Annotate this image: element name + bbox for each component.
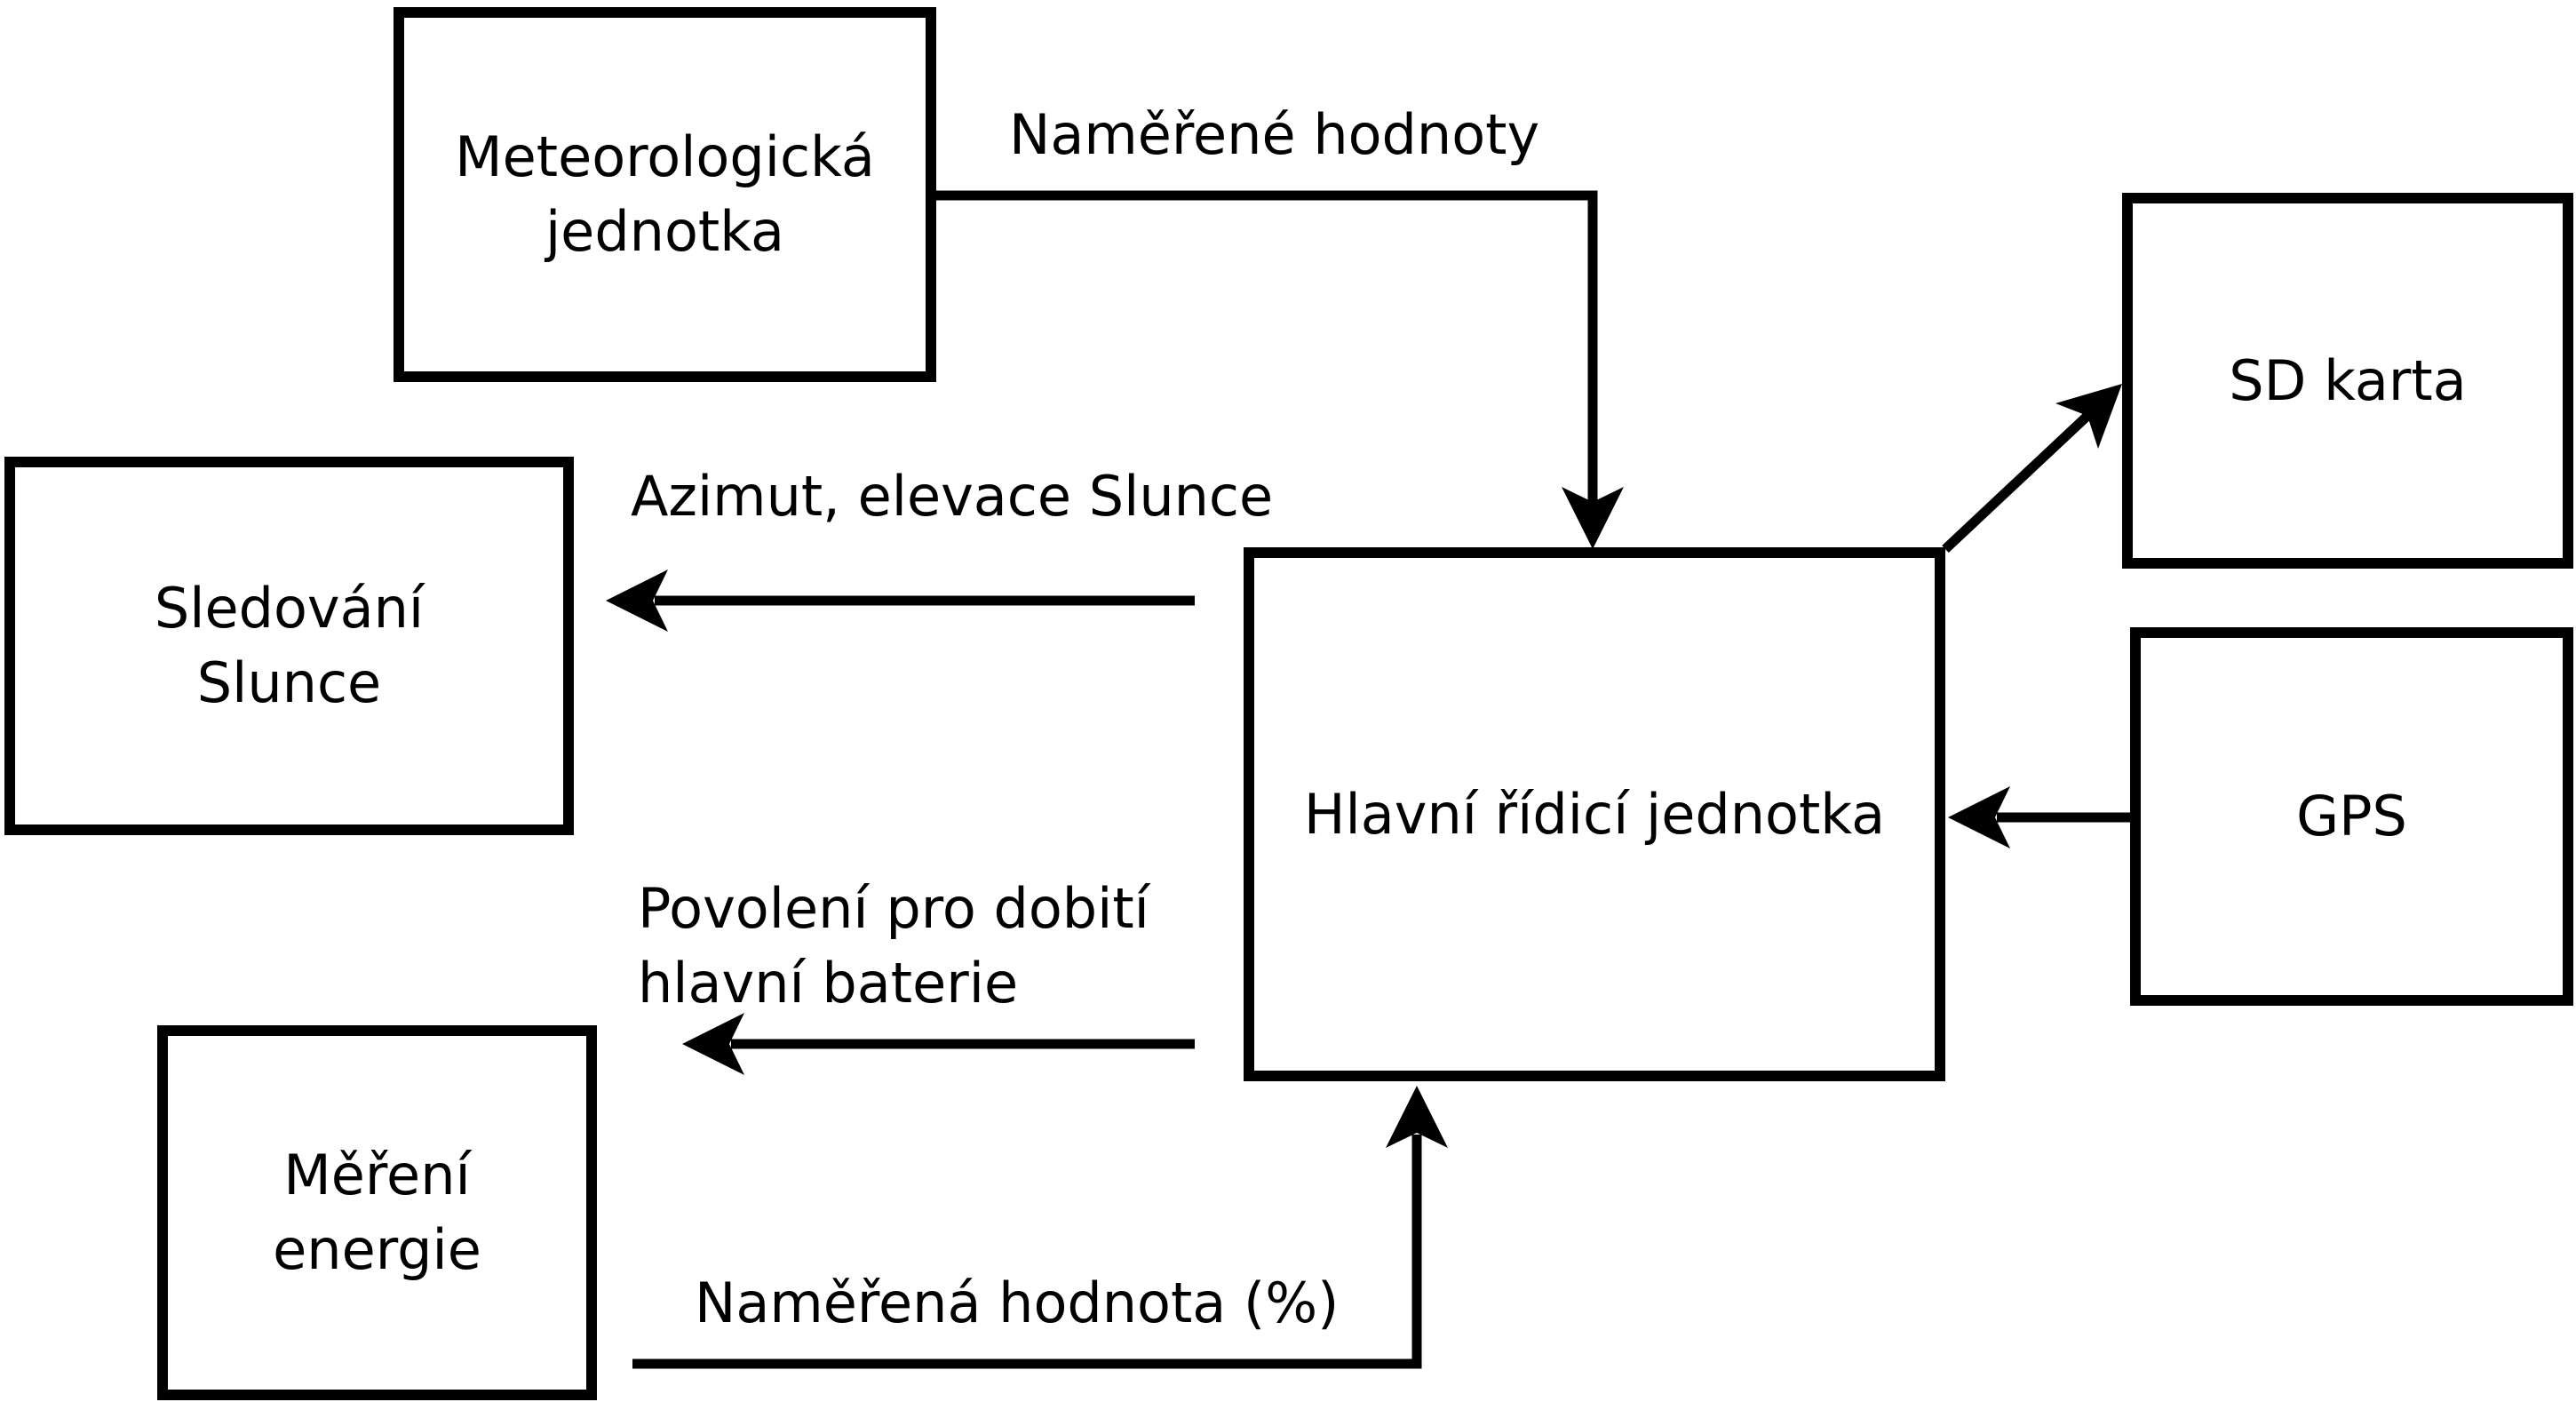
arrow-gps-to-central (1948, 786, 2130, 848)
arrow-mereni-to-central (632, 1086, 1448, 1369)
node-label-line: GPS (2296, 784, 2407, 848)
node-label-line: Slunce (196, 650, 382, 715)
arrow-central-to-battery (682, 1013, 1195, 1075)
node-label-line: energie (273, 1217, 481, 1282)
edge-label-azimut-elevace: Azimut, elevace Slunce (631, 464, 1274, 529)
arrow-mereni-to-central-line (632, 1135, 1422, 1369)
node-label-line: Hlavní řídicí jednotka (1303, 781, 1886, 847)
node-mereni-energie: Měření energie (157, 1025, 597, 1400)
arrow-left-icon (1948, 786, 2010, 848)
arrow-down-icon (1562, 487, 1624, 549)
edge-label-namerena-hodnota: Naměřená hodnota (%) (695, 1271, 1340, 1335)
node-label-line: Sledování (154, 576, 425, 641)
arrow-central-to-sledovani (606, 570, 1195, 632)
edge-label-povoleni: Povolení pro dobití hlavní baterie (638, 872, 1149, 1021)
arrow-left-icon (682, 1013, 744, 1075)
edge-label-line: Povolení pro dobití (638, 876, 1149, 941)
node-label-line: jednotka (545, 199, 785, 264)
node-sd-karta: SD karta (2122, 193, 2573, 569)
node-meteorologicka-jednotka: Meteorologická jednotka (394, 7, 936, 382)
arrow-central-to-sd-line (1942, 411, 2091, 554)
arrow-meteo-to-central-line (936, 190, 1598, 504)
node-label-line: Měření (283, 1143, 471, 1207)
arrow-left-icon (606, 570, 668, 632)
edge-label-line: hlavní baterie (638, 951, 1019, 1016)
arrow-central-to-sd (1942, 384, 2122, 554)
arrow-meteo-to-central (936, 190, 1624, 549)
edge-label-namerene-hodnoty: Naměřené hodnoty (1009, 102, 1540, 167)
node-label-line: Meteorologická (455, 124, 875, 189)
node-label-line: SD karta (2229, 347, 2467, 413)
node-sledovani-slunce: Sledování Slunce (4, 457, 574, 835)
arrow-up-icon (1386, 1086, 1448, 1148)
arrow-up-right-icon (2055, 384, 2122, 449)
node-hlavni-ridici-jednotka: Hlavní řídicí jednotka (1244, 547, 1945, 1081)
node-gps: GPS (2130, 627, 2573, 1006)
